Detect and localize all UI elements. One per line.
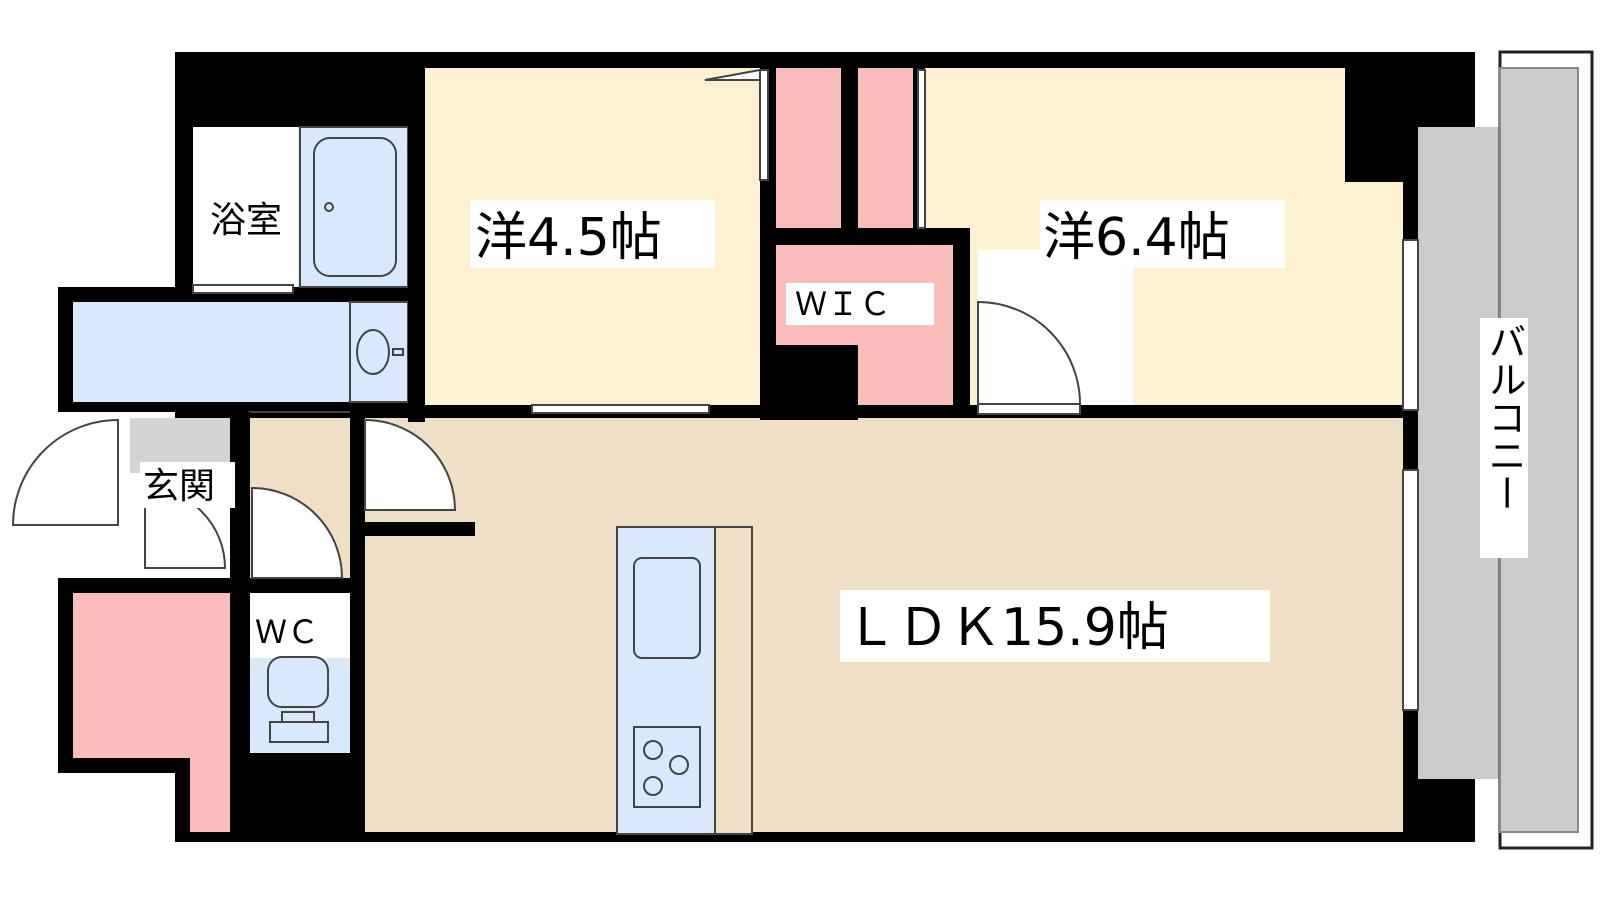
toilet-label-area: [250, 593, 350, 658]
kitchen-counter: [616, 526, 753, 835]
windows: [192, 69, 1419, 711]
entrance-door: [11, 418, 119, 526]
sliding-door-small: [531, 404, 710, 414]
ldk-label: ＬＤＫ15.9帖: [845, 598, 1169, 658]
window-large: [1402, 239, 1419, 411]
entrance-label: 玄関: [143, 466, 215, 507]
label-bg-ldk: [840, 590, 1270, 662]
large-room-jamb: [917, 69, 926, 229]
closet-large: [858, 68, 913, 228]
label-bg-western-small: [470, 200, 715, 268]
sink-icon: [633, 557, 701, 659]
label-bg-western-large: [1040, 200, 1285, 268]
label-bg-balcony: [1480, 318, 1528, 558]
western-large-label: 洋6.4帖: [1043, 208, 1230, 268]
stove-icon: [633, 726, 701, 808]
window-ldk: [1402, 469, 1419, 711]
label-bg-entrance: [140, 462, 235, 508]
small-room-jamb: [759, 69, 769, 181]
washbasin-icon: [349, 301, 409, 403]
ldk-door: [364, 418, 457, 511]
western-small-label: 洋4.5帖: [475, 208, 662, 268]
bath-door: [192, 284, 294, 294]
balcony-label: バルコニー: [1482, 322, 1526, 512]
label-bg-wic: [786, 283, 934, 325]
toilet-label: ＷＣ: [255, 613, 319, 651]
bathroom-label-area: [193, 127, 298, 287]
door-swings: [11, 68, 1082, 579]
large-room-door: [977, 300, 1082, 405]
large-room-sill: [977, 403, 1081, 415]
closet-small: [776, 68, 841, 228]
bathtub-icon: [299, 126, 409, 288]
wic-label: ＷＩＣ: [795, 285, 891, 323]
bathroom-label: 浴室: [210, 200, 282, 241]
shoe-storage: [73, 593, 230, 832]
room-labels: 洋4.5帖 洋6.4帖 ＷＩＣ 浴室 玄関 ＷＣ ＬＤＫ15.9帖 バルコニー: [140, 200, 1528, 662]
toilet-door: [251, 486, 344, 579]
toilet-icon: [267, 656, 329, 743]
